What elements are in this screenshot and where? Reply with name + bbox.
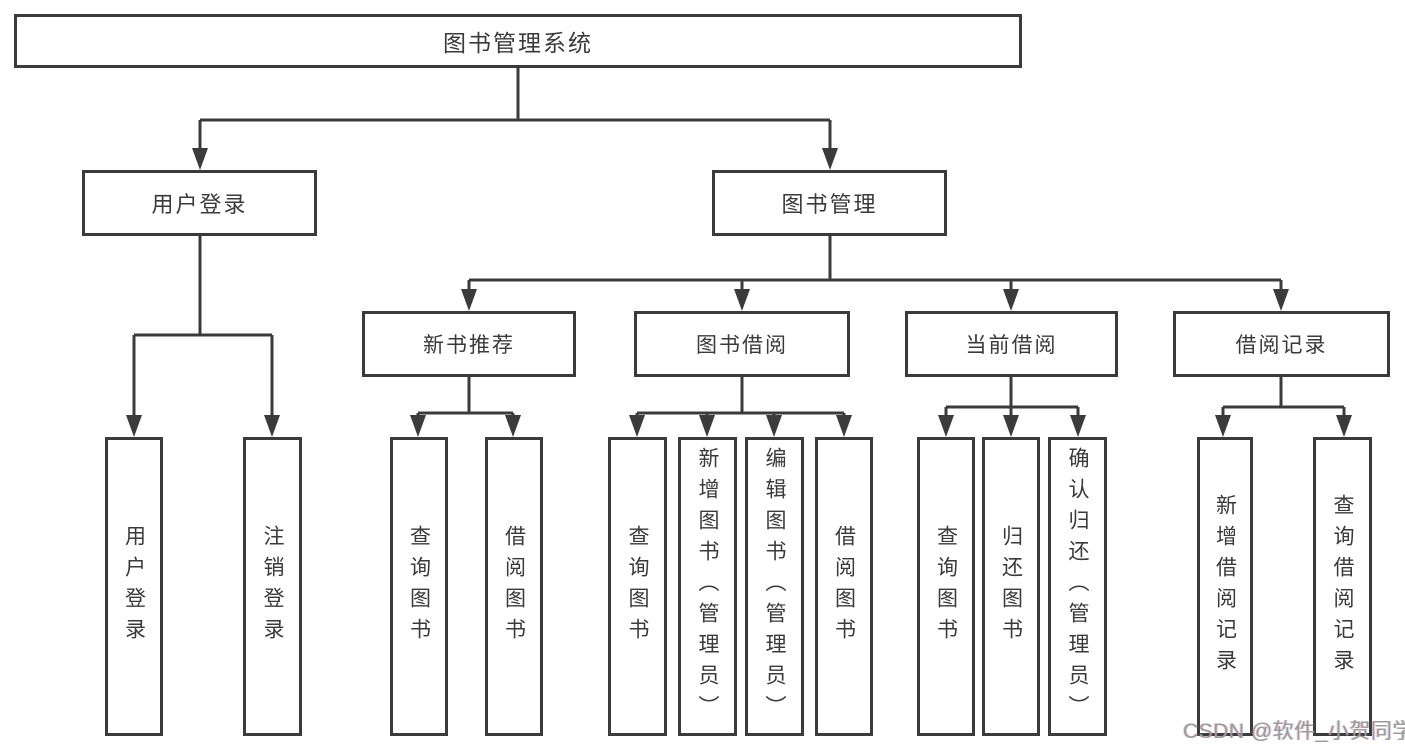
leaf-user-login: 用户登录 xyxy=(105,437,163,736)
leaf-records-add-record: 新增借阅记录 xyxy=(1197,437,1253,736)
node-library-management-system: 图书管理系统 xyxy=(14,14,1022,68)
csdn-watermark: CSDN @软件_小贺同学 xyxy=(1183,720,1405,743)
leaf-records-query-record: 查询借阅记录 xyxy=(1313,437,1372,736)
node-user-login: 用户登录 xyxy=(82,170,317,236)
leaf-borrow-add-books-admin: 新增图书（管理员） xyxy=(678,437,737,736)
leaf-current-query-books: 查询图书 xyxy=(917,437,975,736)
arrowhead-icons xyxy=(126,148,1352,437)
leaf-borrow-query-books: 查询图书 xyxy=(608,437,667,736)
leaf-current-return-books: 归还图书 xyxy=(982,437,1040,736)
node-book-management: 图书管理 xyxy=(712,170,947,236)
node-book-borrowing: 图书借阅 xyxy=(634,311,850,377)
leaf-recommend-query-books: 查询图书 xyxy=(390,437,448,736)
leaf-recommend-borrow-books: 借阅图书 xyxy=(485,437,543,736)
leaf-borrow-edit-books-admin: 编辑图书（管理员） xyxy=(745,437,804,736)
node-current-borrowing: 当前借阅 xyxy=(905,311,1118,377)
node-new-book-recommendation: 新书推荐 xyxy=(362,311,576,377)
leaf-current-confirm-return-admin: 确认归还（管理员） xyxy=(1048,437,1107,736)
leaf-logout: 注销登录 xyxy=(243,437,302,736)
leaf-borrow-borrow-books: 借阅图书 xyxy=(815,437,873,736)
node-borrowing-records: 借阅记录 xyxy=(1173,311,1390,377)
